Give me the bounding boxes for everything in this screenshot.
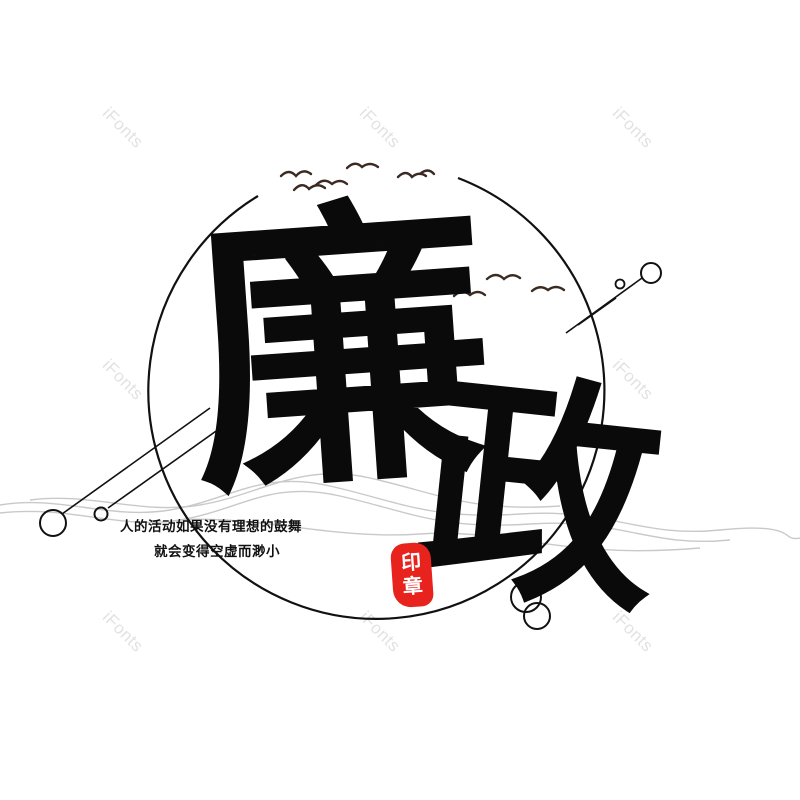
- bird-icon: [485, 273, 522, 281]
- seal-stamp-icon: 印 章: [389, 541, 435, 609]
- ring-icon: [147, 176, 606, 620]
- title-char-zheng: 政: [405, 342, 675, 648]
- bird-flock: [279, 162, 566, 298]
- bird-icon: [418, 169, 436, 176]
- seal-glyph: 印: [400, 549, 422, 575]
- bird-icon: [530, 285, 566, 293]
- wave-line-icon: [0, 473, 800, 552]
- bird-icon: [396, 171, 428, 179]
- bird-icon: [345, 162, 380, 170]
- slogan-line-1: 人的活动如果没有理想的鼓舞: [120, 519, 302, 535]
- bird-icon: [279, 170, 313, 178]
- bird-icon: [452, 290, 487, 298]
- bird-icon: [314, 179, 349, 187]
- diagonal-ornament: [39, 262, 662, 630]
- seal-glyph: 章: [401, 573, 424, 599]
- slogan-line-2: 就会变得空虚而渺小: [154, 544, 280, 560]
- bird-icon: [430, 284, 468, 292]
- bird-icon: [292, 184, 327, 192]
